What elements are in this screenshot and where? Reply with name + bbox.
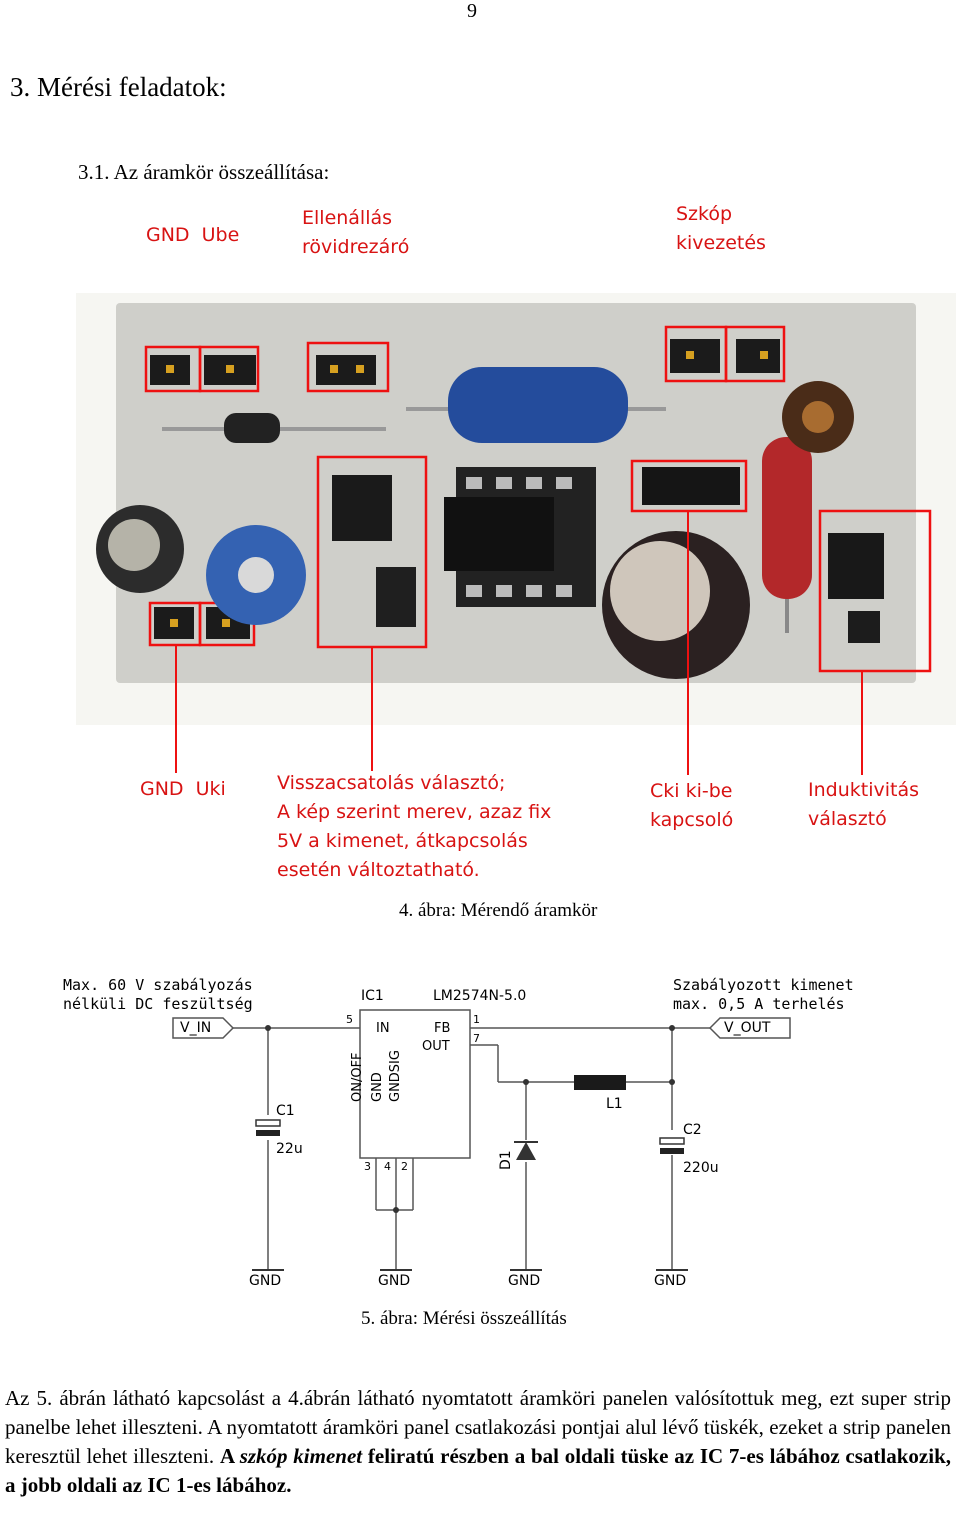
schematic-right-note-2: max. 0,5 A terhelés xyxy=(673,995,845,1013)
circuit-schematic xyxy=(172,1009,791,1271)
pin-7-label: 7 xyxy=(473,1032,480,1045)
label-visszacsatolas: Visszacsatolás választó; A kép szerint m… xyxy=(277,772,552,881)
pin-fb-label: FB xyxy=(434,1021,451,1036)
para-bold-1: A xyxy=(219,1444,240,1468)
c1-value: 22u xyxy=(276,1141,303,1157)
para-bold-2: feliratú részben a bal oldali tüske az I… xyxy=(5,1444,952,1497)
para-normal-text: Az 5. ábrán látható kapcsolást a 4.ábrán… xyxy=(5,1386,951,1468)
c1-label: C1 xyxy=(276,1103,295,1119)
label-induktivitas: Induktivitás választó xyxy=(808,779,919,830)
label-ellenallas: Ellenállás rövidrezáró xyxy=(302,207,410,258)
pin-in-label: IN xyxy=(376,1021,390,1036)
v-out-label: V_OUT xyxy=(724,1020,771,1036)
figure-4-caption: 4. ábra: Mérendő áramkör xyxy=(399,900,598,921)
label-gnd-uki: GND Uki xyxy=(140,778,226,800)
l1-label: L1 xyxy=(606,1096,623,1112)
gnd-label-2: GND xyxy=(378,1273,411,1289)
v-in-label: V_IN xyxy=(180,1020,212,1036)
label-cki: Cki ki-be kapcsoló xyxy=(650,780,734,831)
pin-5-label: 5 xyxy=(346,1013,353,1026)
pin-onoff-label: ON/OFF xyxy=(350,1052,365,1102)
c2-label: C2 xyxy=(683,1122,702,1138)
label-szkop: Szkóp kivezetés xyxy=(676,203,766,254)
pin-2-label: 2 xyxy=(401,1160,408,1173)
schematic-left-note-2: nélküli DC feszültség xyxy=(63,995,253,1013)
para-bold-italic: szkóp kimenet xyxy=(239,1444,363,1468)
pin-gndsig-label: GNDSIG xyxy=(388,1050,403,1102)
figure-5-caption: 5. ábra: Mérési összeállítás xyxy=(361,1308,567,1329)
ic1-label: IC1 xyxy=(361,988,384,1004)
pin-gnd-label: GND xyxy=(370,1072,385,1102)
leader-lines xyxy=(175,725,863,775)
gnd-label-3: GND xyxy=(508,1273,541,1289)
schematic-right-note-1: Szabályozott kimenet xyxy=(673,976,854,994)
gnd-label-4: GND xyxy=(654,1273,687,1289)
c2-value: 220u xyxy=(683,1160,719,1176)
pin-4-label: 4 xyxy=(384,1160,391,1173)
pin-1-label: 1 xyxy=(473,1013,480,1026)
subsection-heading: 3.1. Az áramkör összeállítása: xyxy=(78,160,330,184)
label-gnd-ube: GND Ube xyxy=(146,224,240,246)
schematic-left-note-1: Max. 60 V szabályozás xyxy=(63,976,253,994)
gnd-label-1: GND xyxy=(249,1273,282,1289)
body-paragraph: Az 5. ábrán látható kapcsolást a 4.ábrán… xyxy=(5,1384,951,1500)
pcb-photo xyxy=(76,293,956,725)
d1-label: D1 xyxy=(498,1150,514,1170)
page-number: 9 xyxy=(467,0,477,22)
pcb-illustration xyxy=(76,293,956,725)
pin-3-label: 3 xyxy=(364,1160,371,1173)
pin-out-label: OUT xyxy=(422,1039,450,1054)
ic-part-label: LM2574N-5.0 xyxy=(433,988,527,1004)
section-heading: 3. Mérési feladatok: xyxy=(10,72,227,102)
